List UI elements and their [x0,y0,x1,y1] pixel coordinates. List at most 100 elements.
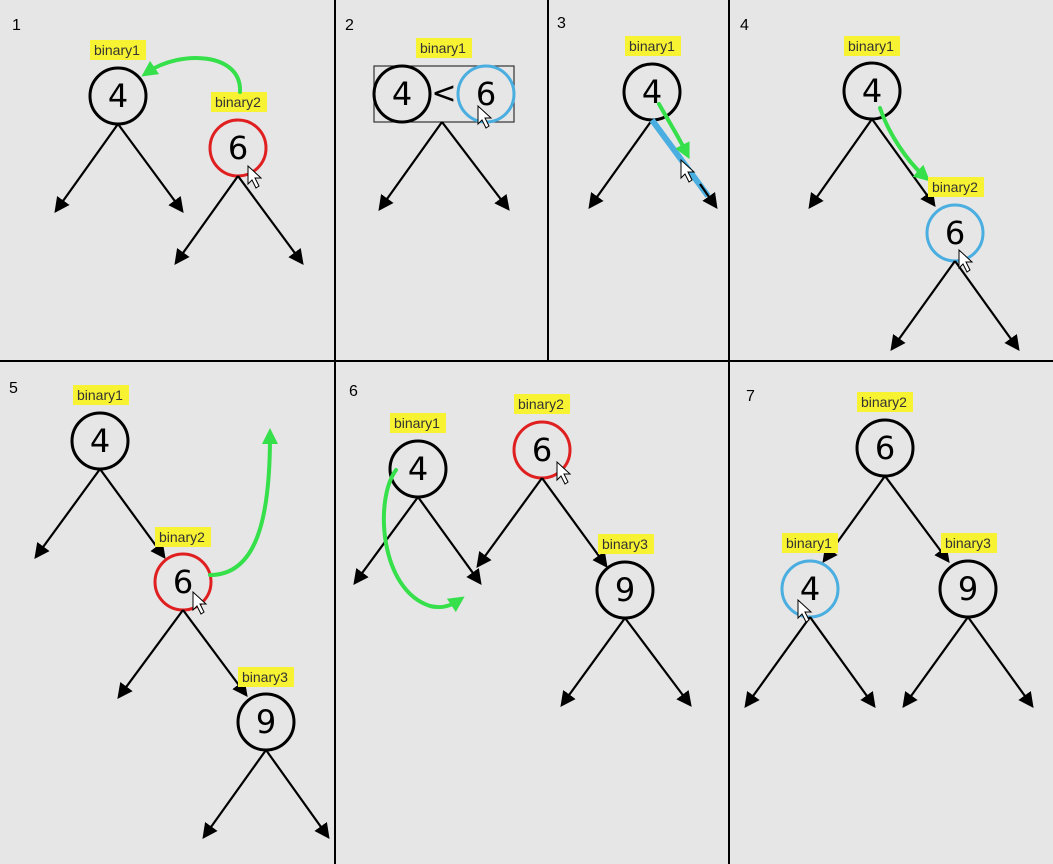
right-link [99,468,166,559]
mouse-cursor-icon [247,164,263,189]
move-arrow [657,102,690,160]
tag [844,36,900,56]
left-link [202,749,267,840]
left-link [808,118,873,210]
panel-4: binary1 4 binary2 6 [808,36,1020,352]
right-link [624,617,692,707]
tag [625,36,681,56]
panel-7: binary2 6 binary1 4 binary3 9 [744,392,1034,708]
left-link [560,617,626,707]
panel-1: binary1 4 binary2 6 [54,40,304,266]
tag-label: binary2 [159,529,205,545]
left-link [744,616,811,708]
tag-label: binary2 [861,394,907,410]
move-arrow [381,468,465,613]
tag-label: binary2 [932,179,978,195]
tag [416,38,472,58]
panel-5: binary1 4 binary2 6 binary3 9 [34,385,330,840]
node-value: 6 [875,429,895,467]
move-arrow [878,106,930,182]
left-link [902,616,969,708]
node-value: 4 [90,422,110,460]
right-link [265,749,330,840]
panel-number: 6 [349,383,358,400]
move-arrow [141,56,243,94]
tag [73,385,129,405]
panel-3: binary1 4 [588,36,718,210]
move-arrow [208,428,278,577]
tag-label: binary1 [629,38,675,54]
node-value: 4 [392,75,412,113]
node-value: 6 [173,563,193,601]
tag-label: binary3 [945,535,991,551]
left-link [117,609,184,699]
panel-number: 4 [740,17,749,34]
tag [941,533,997,553]
right-link [182,609,248,697]
left-link [588,119,653,210]
tag [211,92,267,112]
node-value: 6 [228,129,248,167]
tag-label: binary3 [242,669,288,685]
node-value: 4 [408,450,428,488]
node-value: 6 [532,431,552,469]
right-link [441,121,510,211]
tag-label: binary1 [94,42,140,58]
tag [390,413,446,433]
left-link [378,121,443,212]
mouse-cursor-icon [958,248,974,273]
mouse-cursor-icon [797,598,813,623]
node-value: 6 [945,214,965,252]
node-value: 4 [862,72,882,110]
panel-number: 1 [12,17,21,34]
tag [155,527,211,547]
right-link [967,616,1034,708]
tag [782,533,838,553]
mouse-cursor-icon [192,590,208,615]
tag-label: binary3 [602,536,648,552]
panel-number: 2 [345,17,354,34]
tag [857,392,913,412]
mouse-cursor-icon [556,460,572,485]
right-link [871,118,936,207]
panel-2: binary1 4 < 6 [372,38,516,212]
tag-label: binary1 [848,38,894,54]
tag [90,40,146,60]
right-link [954,260,1020,352]
tag-label: binary2 [215,94,261,110]
tag-label: binary2 [518,396,564,412]
right-link [117,123,184,213]
tag-label: binary1 [394,415,440,431]
node-value: 9 [615,571,635,609]
node-value: 9 [256,703,276,741]
left-link [54,123,119,214]
tag-label: binary1 [420,40,466,56]
tree-node[interactable] [372,64,432,124]
node-value: 4 [800,570,820,608]
tag [928,177,984,197]
right-link [417,496,482,585]
node-value: 4 [642,73,662,111]
node-value: 6 [476,75,496,113]
tag [598,534,654,554]
left-link [476,477,543,568]
panel-6: binary1 4 binary2 6 binary3 9 [353,394,692,707]
node-value: 9 [958,570,978,608]
right-link [541,477,608,568]
left-link [890,260,956,352]
right-link [809,616,876,708]
less-than-operator: < [431,76,456,111]
panel-number: 3 [557,15,566,32]
tag [514,394,570,414]
right-link [237,175,304,265]
panel-number: 5 [9,380,18,397]
left-link [174,175,239,266]
right-link [884,475,950,563]
panel-number: 7 [746,388,755,405]
node-value: 4 [108,77,128,115]
tag [238,667,294,687]
left-link [34,468,101,559]
tag-label: binary1 [786,535,832,551]
